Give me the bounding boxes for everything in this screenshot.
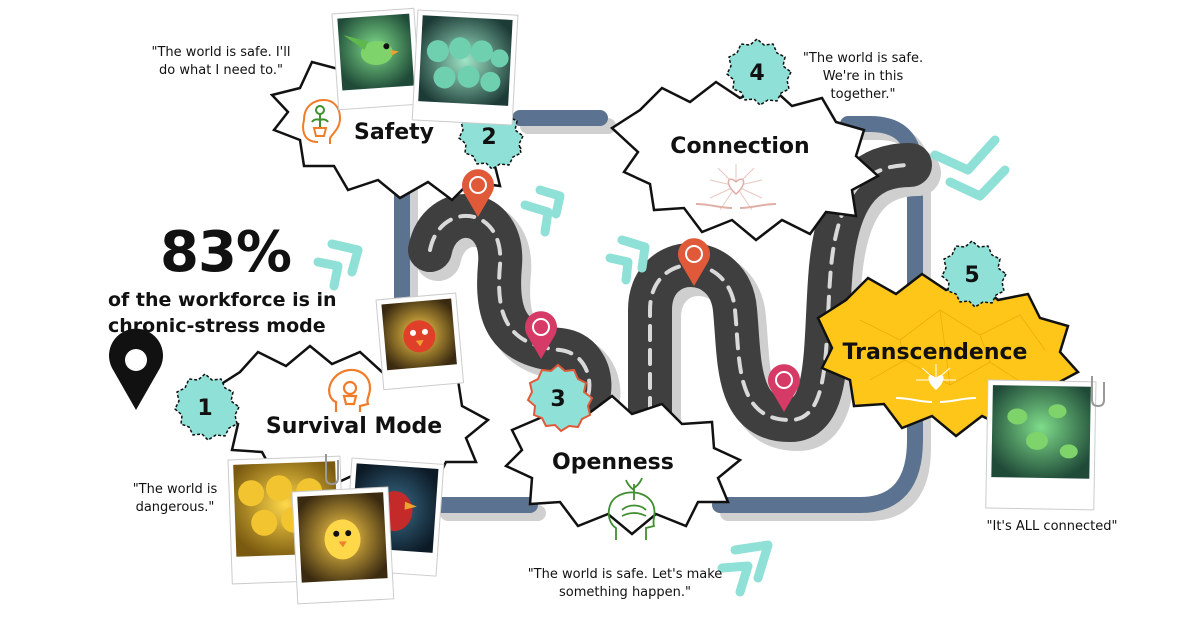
- quote-line: dangerous.": [135, 500, 215, 515]
- connection-bubble: [609, 80, 881, 242]
- location-pin-icon: [678, 238, 710, 286]
- stage-badge-3: 3: [526, 363, 594, 433]
- quote-line: something happen.": [558, 585, 692, 600]
- chevron-icon: [520, 200, 553, 237]
- heart-hands-icon: [695, 164, 777, 211]
- quote-line: "The world is safe. I'll: [151, 45, 291, 60]
- quote-line: "The world is safe. Let's make: [527, 567, 723, 582]
- chevron-icon: [930, 135, 1000, 175]
- stage-label-safety: Safety: [353, 120, 435, 145]
- chevron-icon: [617, 235, 650, 273]
- quote-line: "The world is: [132, 482, 218, 497]
- stage-number-4: 4: [749, 61, 764, 86]
- paper-clip-icon: [325, 454, 339, 486]
- quote-connection: "The world is safe. We're in this togeth…: [800, 50, 926, 104]
- growing-mind-icon: [607, 477, 656, 540]
- stage-label-openness: Openness: [552, 450, 674, 475]
- stage-number-3: 3: [550, 387, 565, 412]
- quote-openness: "The world is safe. Let's make something…: [510, 566, 740, 602]
- stage-badge-5: 5: [941, 240, 1007, 308]
- quote-line: We're in this: [822, 69, 904, 84]
- photo-teal-flock: [411, 9, 519, 126]
- chevron-icon: [535, 185, 565, 219]
- chevron-decor: [313, 135, 1010, 597]
- plant-head-icon: [302, 98, 342, 144]
- photo-yellow-bird: [291, 486, 395, 605]
- map-pin-icon: [109, 328, 163, 410]
- stage-number-5: 5: [964, 263, 979, 288]
- stage-number-2: 2: [481, 125, 496, 150]
- chevron-icon: [945, 165, 1010, 201]
- location-pin-icon: [462, 169, 494, 217]
- stage-label-survival: Survival Mode: [265, 414, 443, 439]
- quote-line: "It's ALL connected": [986, 519, 1118, 534]
- chevron-icon: [327, 239, 363, 277]
- quote-transcendence: "It's ALL connected": [972, 518, 1132, 536]
- heart-network-icon: [895, 364, 977, 403]
- chevron-icon: [605, 253, 633, 285]
- quote-line: "The world is safe.: [802, 51, 924, 66]
- stage-label-transcendence: Transcendence: [842, 340, 1028, 365]
- location-pin-icon: [525, 311, 557, 359]
- chevron-icon: [730, 540, 773, 583]
- quote-survival: "The world is dangerous.": [120, 481, 230, 517]
- stat-line-2: chronic-stress mode: [108, 315, 326, 337]
- stat-value: 83%: [160, 220, 292, 285]
- photo-green-flock: [985, 379, 1097, 511]
- chevron-icon: [717, 561, 753, 597]
- stage-badge-4: 4: [726, 38, 792, 106]
- openness-bubble: [503, 394, 743, 536]
- stage-number-1: 1: [197, 396, 212, 421]
- stage-label-connection: Connection: [670, 134, 810, 159]
- stat-line-1: of the workforce is in: [108, 289, 337, 311]
- photo-green-bird: [331, 7, 422, 111]
- quote-safety: "The world is safe. I'll do what I need …: [136, 44, 306, 80]
- location-pin-icon: [768, 364, 800, 412]
- stage-badge-1: 1: [174, 373, 240, 441]
- photo-red-bird: [375, 292, 465, 391]
- head-stress-icon: [328, 368, 372, 412]
- paper-clip-icon: [1091, 376, 1105, 408]
- quote-line: do what I need to.": [159, 63, 283, 78]
- quote-line: together.": [830, 87, 896, 102]
- chevron-icon: [313, 257, 343, 291]
